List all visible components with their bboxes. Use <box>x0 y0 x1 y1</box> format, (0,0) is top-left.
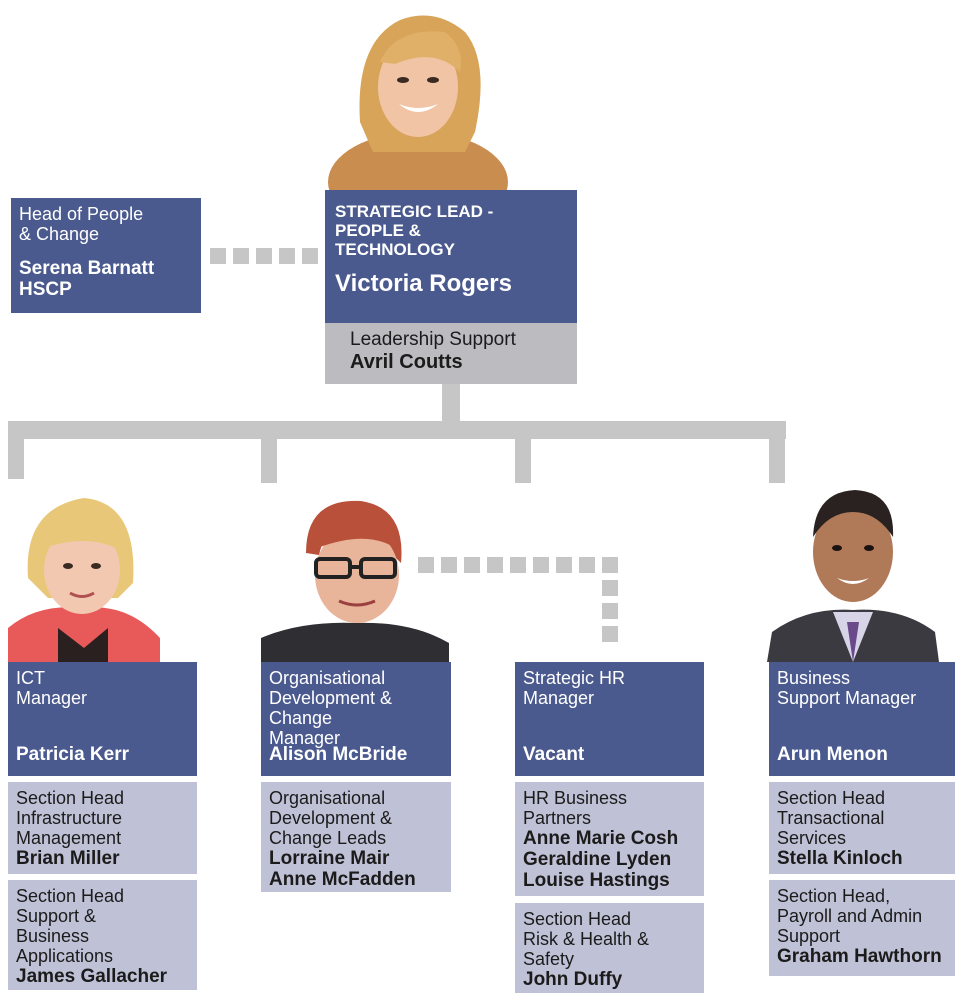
business-support-manager-name: Arun Menon <box>777 744 888 765</box>
dotted-connector-segment <box>487 557 503 573</box>
strategic-lead-box: STRATEGIC LEAD - PEOPLE & TECHNOLOGY Vic… <box>325 190 577 323</box>
head-of-people-name: Serena Barnatt HSCP <box>19 258 155 300</box>
section-names: Graham Hawthorn <box>777 946 942 967</box>
dotted-connector-segment <box>256 248 272 264</box>
section-role: Section Head, Payroll and Admin Support <box>777 886 923 946</box>
dotted-connector-segment <box>302 248 318 264</box>
section-names: James Gallacher <box>16 966 168 987</box>
dotted-connector-segment <box>556 557 572 573</box>
strategic-hr-manager-role: Strategic HR Manager <box>523 668 626 708</box>
business-support-manager-role: Business Support Manager <box>777 668 917 708</box>
connector-drop-4 <box>769 421 785 483</box>
strategic-lead-name: Victoria Rogers <box>335 270 512 297</box>
section-box-payroll-admin: Section Head, Payroll and Admin Support … <box>769 880 955 976</box>
photo-ict-manager <box>8 488 160 662</box>
dotted-connector-segment <box>210 248 226 264</box>
head-of-people-role: Head of People & Change <box>19 204 144 244</box>
top-connector-stem <box>442 384 460 422</box>
photo-business-support-manager <box>767 482 939 662</box>
ict-manager-box: ICT Manager Patricia Kerr <box>8 662 197 776</box>
dotted-connector-segment <box>602 580 618 596</box>
dotted-connector-segment <box>579 557 595 573</box>
od-manager-role: Organisational Development & Change Mana… <box>269 668 393 748</box>
strategic-hr-manager-box: Strategic HR Manager Vacant <box>515 662 704 776</box>
section-box-transactional-services: Section Head Transactional Services Stel… <box>769 782 955 874</box>
ict-manager-name: Patricia Kerr <box>16 744 130 765</box>
dotted-connector-segment <box>418 557 434 573</box>
ict-manager-role: ICT Manager <box>16 668 88 708</box>
dotted-connector-segment <box>602 626 618 642</box>
section-names: Lorraine Mair Anne McFadden <box>269 848 416 890</box>
dotted-connector-segment <box>602 603 618 619</box>
connector-drop-3 <box>515 421 531 483</box>
section-role: HR Business Partners <box>523 788 628 828</box>
business-support-manager-box: Business Support Manager Arun Menon <box>769 662 955 776</box>
section-role: Section Head Support & Business Applicat… <box>16 886 125 966</box>
dotted-connector-segment <box>533 557 549 573</box>
section-role: Section Head Transactional Services <box>777 788 886 848</box>
connector-horizontal-bar <box>8 421 786 439</box>
dotted-connector-segment <box>510 557 526 573</box>
connector-drop-2 <box>261 421 277 483</box>
dotted-connector-segment <box>441 557 457 573</box>
dotted-connector-segment <box>464 557 480 573</box>
connector-drop-1 <box>8 421 24 479</box>
strategic-hr-manager-name: Vacant <box>523 744 585 765</box>
leadership-support-role: Leadership Support <box>350 329 516 350</box>
section-role: Section Head Infrastructure Management <box>16 788 125 848</box>
section-box-support-applications: Section Head Support & Business Applicat… <box>8 880 197 990</box>
section-names: Stella Kinloch <box>777 848 903 869</box>
dotted-connector-segment <box>233 248 249 264</box>
dotted-connector-segment <box>279 248 295 264</box>
section-box-risk-health-safety: Section Head Risk & Health & Safety John… <box>515 903 704 993</box>
section-names: John Duffy <box>523 969 623 990</box>
section-names: Brian Miller <box>16 848 120 869</box>
dotted-connector-segment <box>602 557 618 573</box>
section-box-infrastructure: Section Head Infrastructure Management B… <box>8 782 197 874</box>
leadership-support-box: Leadership Support Avril Coutts <box>325 323 577 384</box>
section-box-hr-business-partners: HR Business Partners Anne Marie Cosh Ger… <box>515 782 704 896</box>
od-manager-name: Alison McBride <box>269 744 408 765</box>
head-of-people-box: Head of People & Change Serena Barnatt H… <box>11 198 201 313</box>
photo-strategic-lead <box>325 2 511 190</box>
section-role: Section Head Risk & Health & Safety <box>523 909 650 969</box>
strategic-lead-title: STRATEGIC LEAD - PEOPLE & TECHNOLOGY <box>335 202 494 259</box>
section-names: Anne Marie Cosh Geraldine Lyden Louise H… <box>523 828 679 891</box>
od-manager-box: Organisational Development & Change Mana… <box>261 662 451 776</box>
photo-od-manager <box>261 493 449 662</box>
leadership-support-name: Avril Coutts <box>350 351 463 373</box>
section-role: Organisational Development & Change Lead… <box>269 788 393 848</box>
section-box-od-change-leads: Organisational Development & Change Lead… <box>261 782 451 892</box>
